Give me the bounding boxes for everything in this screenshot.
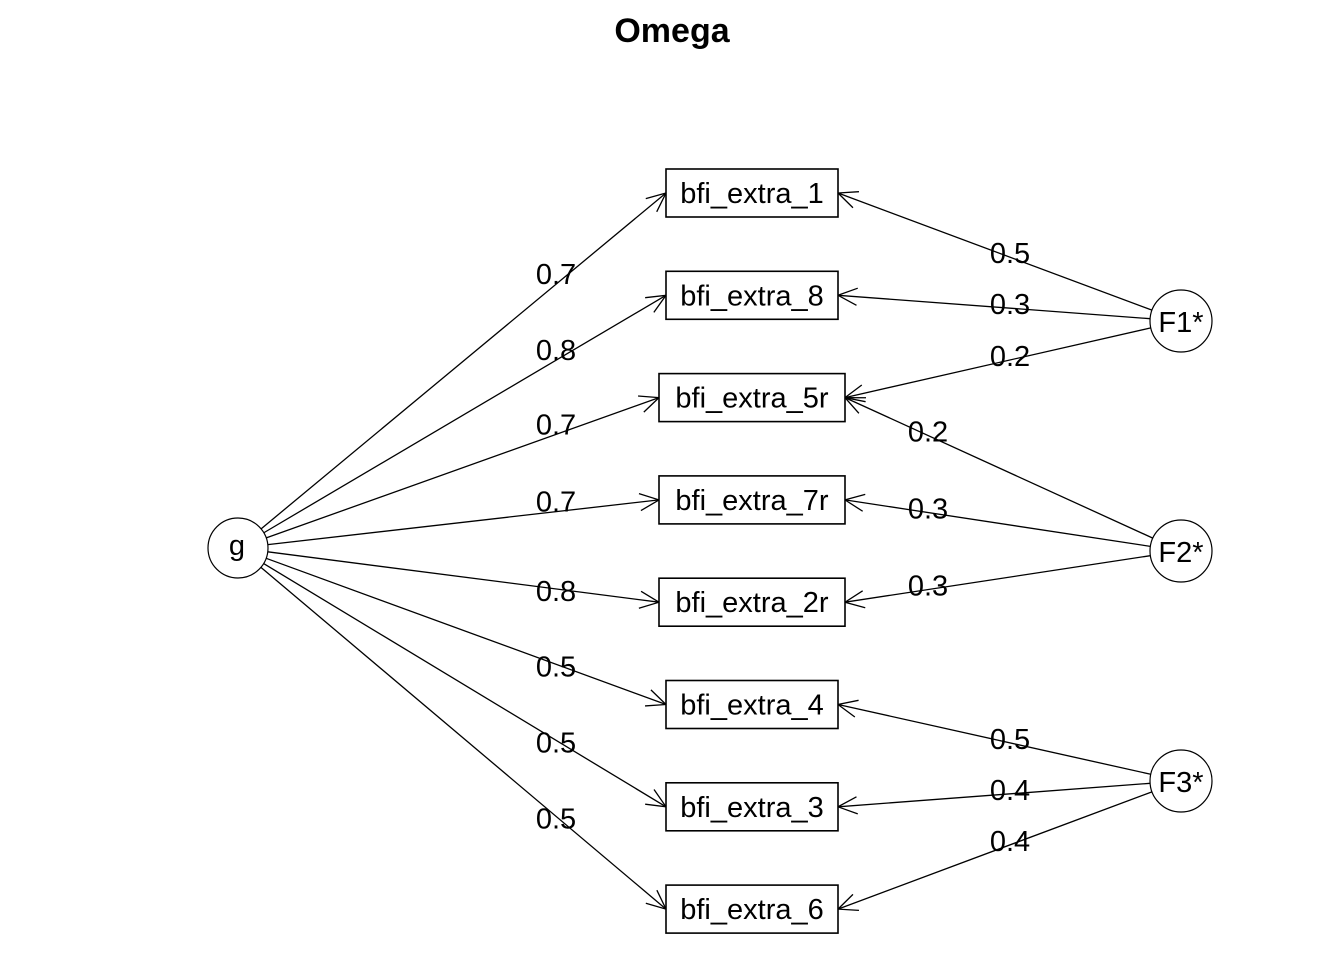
weights-layer: 0.7 0.8 0.7 0.7 0.8 0.5 0.5 0.5 0.5 0.3 0.2 0.2 0.3 0… bbox=[536, 238, 1030, 858]
F2-loading-value: 0.3 bbox=[908, 494, 948, 526]
g-loading-value: 0.8 bbox=[536, 576, 576, 608]
F1-loading-value: 0.5 bbox=[990, 238, 1030, 270]
item-node-e7r: bfi_extra_7r bbox=[658, 475, 846, 525]
factor-label: F1* bbox=[1158, 307, 1203, 339]
item-label: bfi_extra_6 bbox=[680, 894, 824, 926]
item-label: bfi_extra_4 bbox=[680, 690, 824, 722]
factor-circle bbox=[207, 517, 269, 579]
group-factor-node-F1: F1* bbox=[1149, 289, 1213, 353]
diagram-title: Omega bbox=[614, 12, 730, 50]
F3-loading-value: 0.5 bbox=[990, 724, 1030, 756]
F3-loading-value: 0.4 bbox=[990, 775, 1030, 807]
factor-circle bbox=[1149, 749, 1213, 813]
general-factor-node: g bbox=[207, 517, 269, 579]
item-node-e8: bfi_extra_8 bbox=[665, 270, 839, 321]
item-node-e4: bfi_extra_4 bbox=[665, 679, 839, 730]
g-loading-edge-e1 bbox=[260, 192, 667, 530]
F2-loading-value: 0.2 bbox=[908, 416, 948, 448]
F2-loading-edge-e5r bbox=[844, 397, 1154, 539]
item-label: bfi_extra_8 bbox=[680, 280, 824, 312]
F1-loading-value: 0.3 bbox=[990, 289, 1030, 321]
item-box bbox=[665, 679, 839, 730]
F1-loading-edge-e5r bbox=[844, 327, 1151, 399]
g-loading-value: 0.5 bbox=[536, 727, 576, 759]
g-loading-value: 0.8 bbox=[536, 335, 576, 367]
F3-loading-edge-e6 bbox=[837, 791, 1153, 910]
F1-loading-value: 0.2 bbox=[990, 341, 1030, 373]
F3-loading-edge-e3 bbox=[837, 782, 1151, 808]
g-loading-edge-e8 bbox=[263, 294, 667, 534]
g-loading-value: 0.5 bbox=[536, 803, 576, 835]
item-box bbox=[658, 372, 846, 423]
g-loading-edge-e6 bbox=[260, 566, 667, 910]
group-factor-node-F2: F2* bbox=[1149, 519, 1213, 583]
F3-loading-edge-e4 bbox=[837, 703, 1151, 775]
F1-loading-edge-e8 bbox=[837, 294, 1151, 320]
item-box bbox=[665, 884, 839, 934]
F3-loading-value: 0.4 bbox=[990, 826, 1030, 858]
item-label: bfi_extra_7r bbox=[675, 485, 828, 517]
item-node-e1: bfi_extra_1 bbox=[665, 168, 839, 218]
g-loading-value: 0.7 bbox=[536, 487, 576, 519]
group-factor-node-F3: F3* bbox=[1149, 749, 1213, 813]
g-loading-edge-e4 bbox=[265, 557, 667, 706]
item-node-e6: bfi_extra_6 bbox=[665, 884, 839, 934]
g-loading-edge-e5r bbox=[266, 396, 660, 539]
item-label: bfi_extra_5r bbox=[675, 383, 828, 415]
item-box bbox=[665, 168, 839, 218]
item-box bbox=[658, 475, 846, 525]
factor-label: F3* bbox=[1158, 767, 1203, 799]
item-node-e2r: bfi_extra_2r bbox=[658, 577, 846, 628]
F1-loading-edge-e1 bbox=[837, 192, 1153, 311]
item-node-e5r: bfi_extra_5r bbox=[658, 372, 846, 423]
item-node-e3: bfi_extra_3 bbox=[665, 781, 839, 832]
F2-loading-edge-e2r bbox=[844, 555, 1151, 603]
item-box bbox=[665, 781, 839, 832]
g-loading-value: 0.7 bbox=[536, 259, 576, 291]
edges-layer bbox=[260, 191, 1154, 912]
factor-label: g bbox=[229, 530, 245, 562]
item-box bbox=[658, 577, 846, 628]
g-loading-edge-e3 bbox=[263, 562, 667, 808]
g-loading-value: 0.5 bbox=[536, 651, 576, 683]
F2-loading-edge-e7r bbox=[844, 499, 1151, 547]
item-label: bfi_extra_2r bbox=[675, 587, 828, 619]
factor-circle bbox=[1149, 289, 1213, 353]
item-label: bfi_extra_1 bbox=[680, 178, 824, 210]
item-label: bfi_extra_3 bbox=[680, 792, 824, 824]
g-loading-value: 0.7 bbox=[536, 409, 576, 441]
F2-loading-value: 0.3 bbox=[908, 571, 948, 603]
nodes-layer: bfi_extra_1 bfi_extra_8 bfi_extra_5r bfi_ex… bbox=[207, 168, 1213, 934]
g-loading-edge-e7r bbox=[267, 499, 660, 546]
g-loading-edge-e2r bbox=[267, 551, 660, 603]
factor-circle bbox=[1149, 519, 1213, 583]
factor-label: F2* bbox=[1158, 537, 1203, 569]
item-box bbox=[665, 270, 839, 321]
